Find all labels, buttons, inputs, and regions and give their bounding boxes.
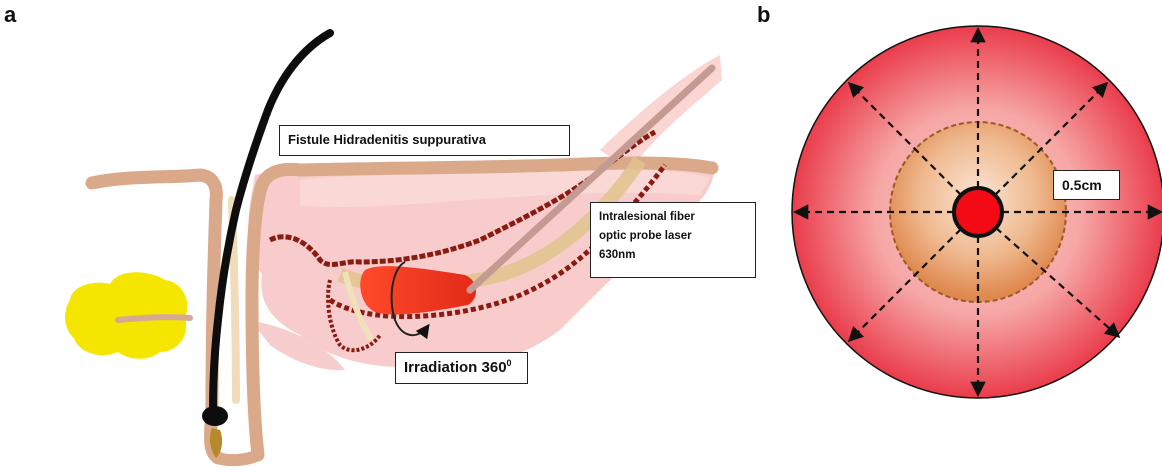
irradiation-degree: 0: [507, 358, 512, 368]
laser-core: [954, 188, 1002, 236]
panel-label-a: a: [4, 2, 16, 28]
sebaceous-duct: [118, 317, 190, 320]
panel-b-illustration: [792, 26, 1162, 398]
panel-label-b: b: [757, 2, 770, 28]
probe-label: Intralesional fiber optic probe laser 63…: [590, 202, 756, 278]
hair-bulb: [202, 406, 228, 426]
fistule-label: Fistule Hidradenitis suppurativa: [279, 125, 570, 156]
irradiation-label: Irradiation 3600: [395, 352, 528, 384]
radius-label: 0.5cm: [1053, 170, 1120, 200]
irradiation-text: Irradiation 360: [404, 359, 507, 376]
